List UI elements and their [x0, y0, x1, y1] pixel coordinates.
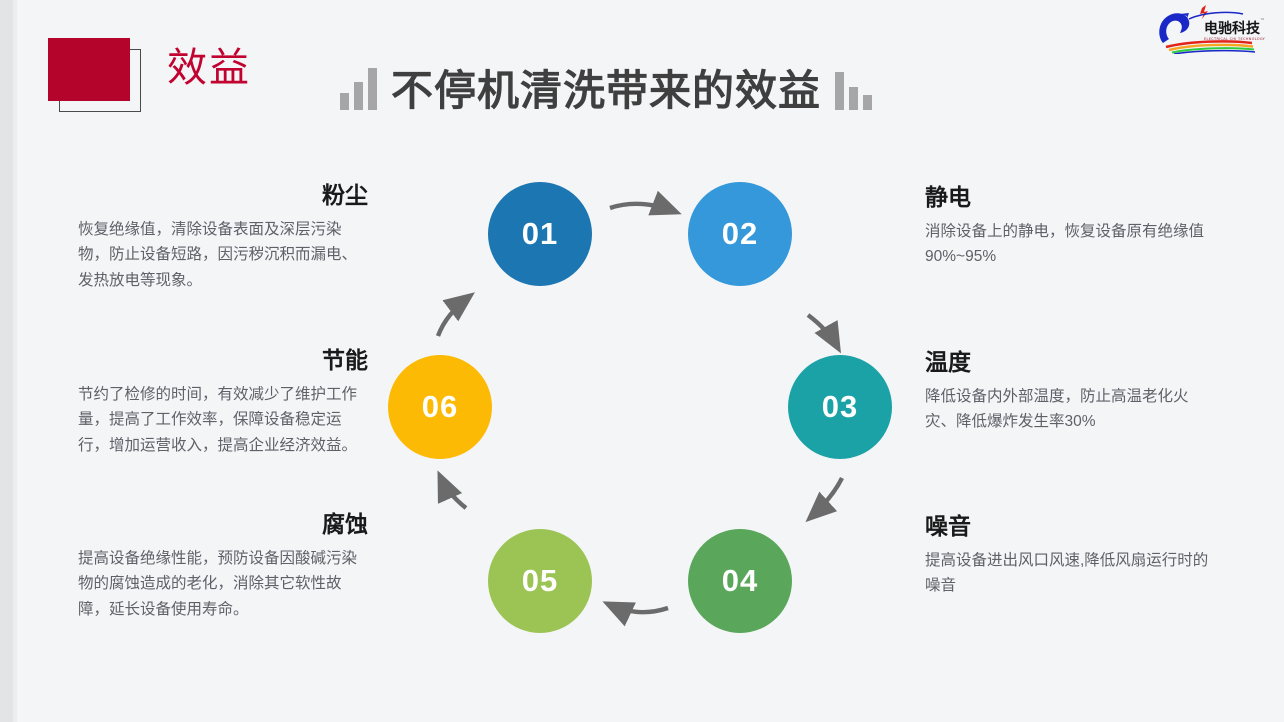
benefit-desc-static: 消除设备上的静电，恢复设备原有绝缘值90%~95% [925, 223, 1205, 266]
cycle-node-02[interactable]: 02 [688, 182, 792, 286]
arrow-03-to-04 [805, 476, 844, 523]
cycle-node-04[interactable]: 04 [688, 529, 792, 633]
company-logo: 电驰科技 ELECTRICAL CHI TECHNOLOGY ™ [1159, 5, 1266, 54]
arrow-06-to-01 [435, 292, 475, 337]
logo-brand-cn: 电驰科技 [1204, 20, 1261, 37]
kicker-red-square [48, 38, 130, 101]
benefit-block-corrosion: 腐蚀 提高设备绝缘性能，预防设备因酸碱污染物的腐蚀造成的老化，消除其它软性故障，… [78, 511, 368, 622]
arrow-02-to-03 [806, 313, 841, 354]
left-edge-band [0, 0, 13, 722]
benefit-desc-dust: 恢复绝缘值，清除设备表面及深层污染物，防止设备短路，因污秽沉积而漏电、发热放电等… [78, 221, 358, 289]
benefit-block-dust: 粉尘 恢复绝缘值，清除设备表面及深层污染物，防止设备短路，因污秽沉积而漏电、发热… [78, 182, 368, 293]
benefit-title-static: 静电 [925, 184, 971, 210]
benefit-desc-energy: 节约了检修的时间，有效减少了维护工作量，提高了工作效率，保障设备稳定运行，增加运… [78, 386, 358, 454]
benefit-block-energy: 节能 节约了检修的时间，有效减少了维护工作量，提高了工作效率，保障设备稳定运行，… [78, 347, 368, 458]
cycle-node-05[interactable]: 05 [488, 529, 592, 633]
benefit-block-temperature: 温度 降低设备内外部温度，防止高温老化火灾、降低爆炸发生率30% [925, 349, 1215, 435]
benefit-title-temperature: 温度 [925, 349, 971, 375]
left-edge-band-inner [13, 0, 17, 722]
bar-chart-icon-left [340, 68, 377, 110]
benefit-desc-corrosion: 提高设备绝缘性能，预防设备因酸碱污染物的腐蚀造成的老化，消除其它软性故障，延长设… [78, 550, 358, 618]
benefit-desc-temperature: 降低设备内外部温度，防止高温老化火灾、降低爆炸发生率30% [925, 388, 1189, 431]
logo-brand-en: ELECTRICAL CHI TECHNOLOGY [1204, 37, 1266, 41]
bar-chart-icon-right [835, 68, 873, 110]
benefit-block-static: 静电 消除设备上的静电，恢复设备原有绝缘值90%~95% [925, 184, 1215, 270]
benefit-title-corrosion: 腐蚀 [322, 511, 368, 537]
cycle-node-06[interactable]: 06 [388, 355, 492, 459]
benefit-title-energy: 节能 [322, 347, 368, 373]
title-group: 不停机清洗带来的效益 [340, 67, 873, 114]
kicker-label: 效益 [167, 46, 251, 90]
arrow-04-to-05 [602, 601, 669, 627]
logo-trademark-icon: ™ [1260, 18, 1265, 24]
arrow-05-to-06 [437, 470, 468, 510]
page-title: 不停机清洗带来的效益 [391, 67, 822, 114]
benefit-title-dust: 粉尘 [322, 182, 368, 208]
benefit-desc-noise: 提高设备进出风口风速,降低风扇运行时的噪音 [925, 552, 1209, 595]
cycle-node-01[interactable]: 01 [488, 182, 592, 286]
benefit-title-noise: 噪音 [925, 513, 971, 539]
benefit-block-noise: 噪音 提高设备进出风口风速,降低风扇运行时的噪音 [925, 513, 1215, 599]
arrow-01-to-02 [609, 190, 682, 216]
cycle-node-03[interactable]: 03 [788, 355, 892, 459]
